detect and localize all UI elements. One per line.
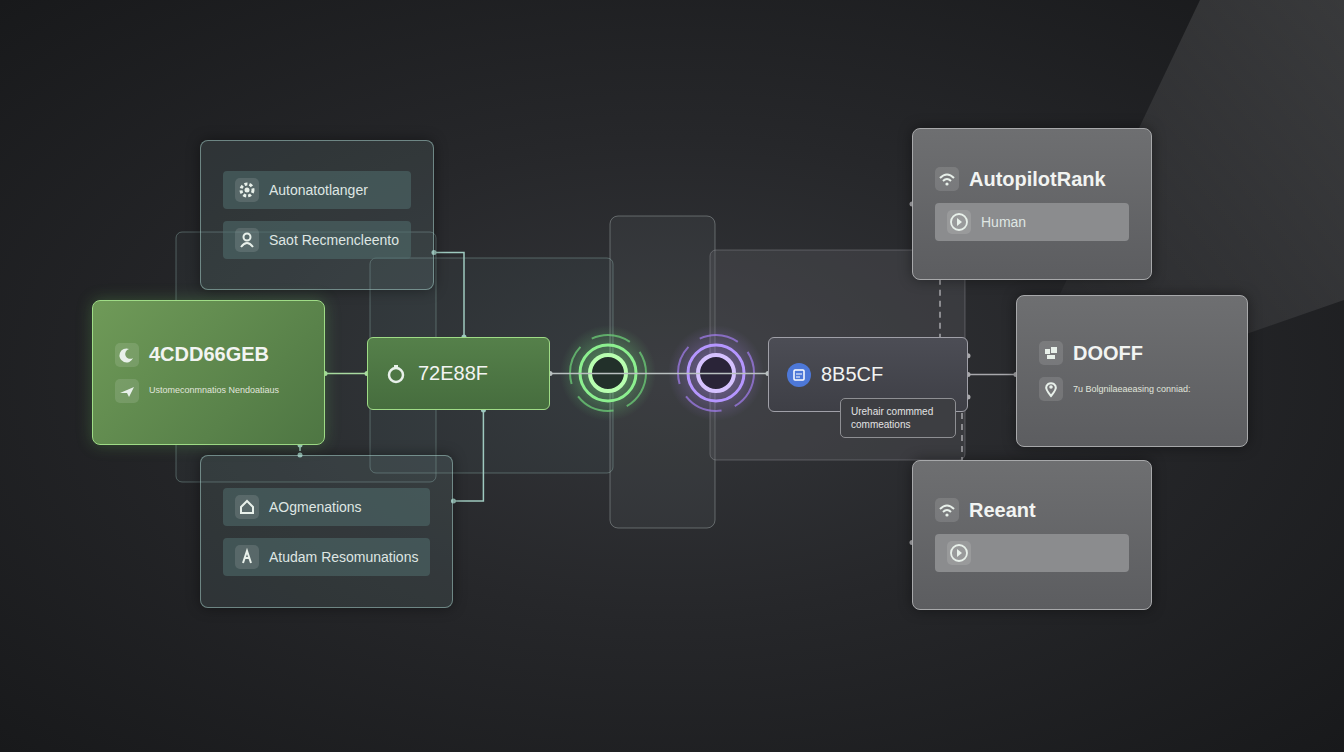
connector-line — [453, 410, 483, 501]
house-icon — [235, 495, 259, 519]
list-bar: Atudam Resomunations — [223, 538, 430, 576]
play-icon — [947, 210, 971, 234]
list-bar: AOgmenations — [223, 488, 430, 526]
panel-box: AOgmenationsAtudam Resomunations — [200, 455, 453, 608]
gear-icon — [235, 178, 259, 202]
clock-icon — [384, 362, 408, 386]
panel-heading: DOOFF — [1073, 342, 1143, 365]
callout-box: Urehair commmed commeations — [840, 398, 956, 438]
note-row: Ustomeconmnatios Nendoatiaus — [115, 379, 302, 403]
wifi-icon — [935, 167, 959, 191]
bar-label: Human — [981, 214, 1026, 230]
id-row: 8B5CF — [787, 363, 949, 387]
bar-label: Atudam Resomunations — [269, 549, 418, 565]
blue-icon — [787, 363, 811, 387]
connector-line — [968, 374, 1016, 376]
list-bar: Autonatotlanger — [223, 171, 411, 209]
connector-line — [550, 373, 768, 375]
heading-row: 4CDD66GEB — [115, 343, 302, 367]
panel-box: DOOFF 7u Bolgnilaeaeasing conniad: — [1016, 295, 1248, 447]
blocks-icon — [1039, 341, 1063, 365]
id-label: 8B5CF — [821, 363, 883, 386]
people-icon — [235, 228, 259, 252]
connector-line — [325, 373, 367, 375]
wifi-icon — [935, 498, 959, 522]
moon-icon — [115, 343, 139, 367]
bar-label: Saot Recmencleento — [269, 232, 399, 248]
list-bar: Human — [935, 203, 1129, 241]
id-row: 72E88F — [384, 362, 533, 386]
bar-label: Autonatotlanger — [269, 182, 368, 198]
panel-heading: 4CDD66GEB — [149, 343, 269, 366]
panel-box: AutonatotlangerSaot Recmencleento — [200, 140, 434, 290]
id-label: 72E88F — [418, 362, 488, 385]
empty-bar — [935, 534, 1129, 572]
panel-box: 4CDD66GEB Ustomeconmnatios Nendoatiaus — [92, 300, 325, 445]
person-icon — [235, 545, 259, 569]
heading-row: Reeant — [935, 498, 1129, 522]
heading-row: AutopilotRank — [935, 167, 1129, 191]
bar-label: AOgmenations — [269, 499, 362, 515]
panel-note: Ustomeconmnatios Nendoatiaus — [149, 385, 279, 396]
note-row: 7u Bolgnilaeaeasing conniad: — [1039, 377, 1225, 401]
callout-text: Urehair commmed commeations — [851, 405, 945, 431]
panel-box: AutopilotRankHuman — [912, 128, 1152, 280]
pin-icon — [1039, 377, 1063, 401]
heading-row: DOOFF — [1039, 341, 1225, 365]
play-icon — [947, 541, 971, 565]
panel-note: 7u Bolgnilaeaeasing conniad: — [1073, 384, 1191, 395]
connector-line — [434, 253, 464, 338]
panel-box: Reeant — [912, 460, 1152, 610]
list-bar: Saot Recmencleento — [223, 221, 411, 259]
panel-heading: Reeant — [969, 499, 1036, 522]
panel-heading: AutopilotRank — [969, 168, 1106, 191]
panel-box: 72E88F — [367, 337, 550, 410]
plane-icon — [115, 379, 139, 403]
